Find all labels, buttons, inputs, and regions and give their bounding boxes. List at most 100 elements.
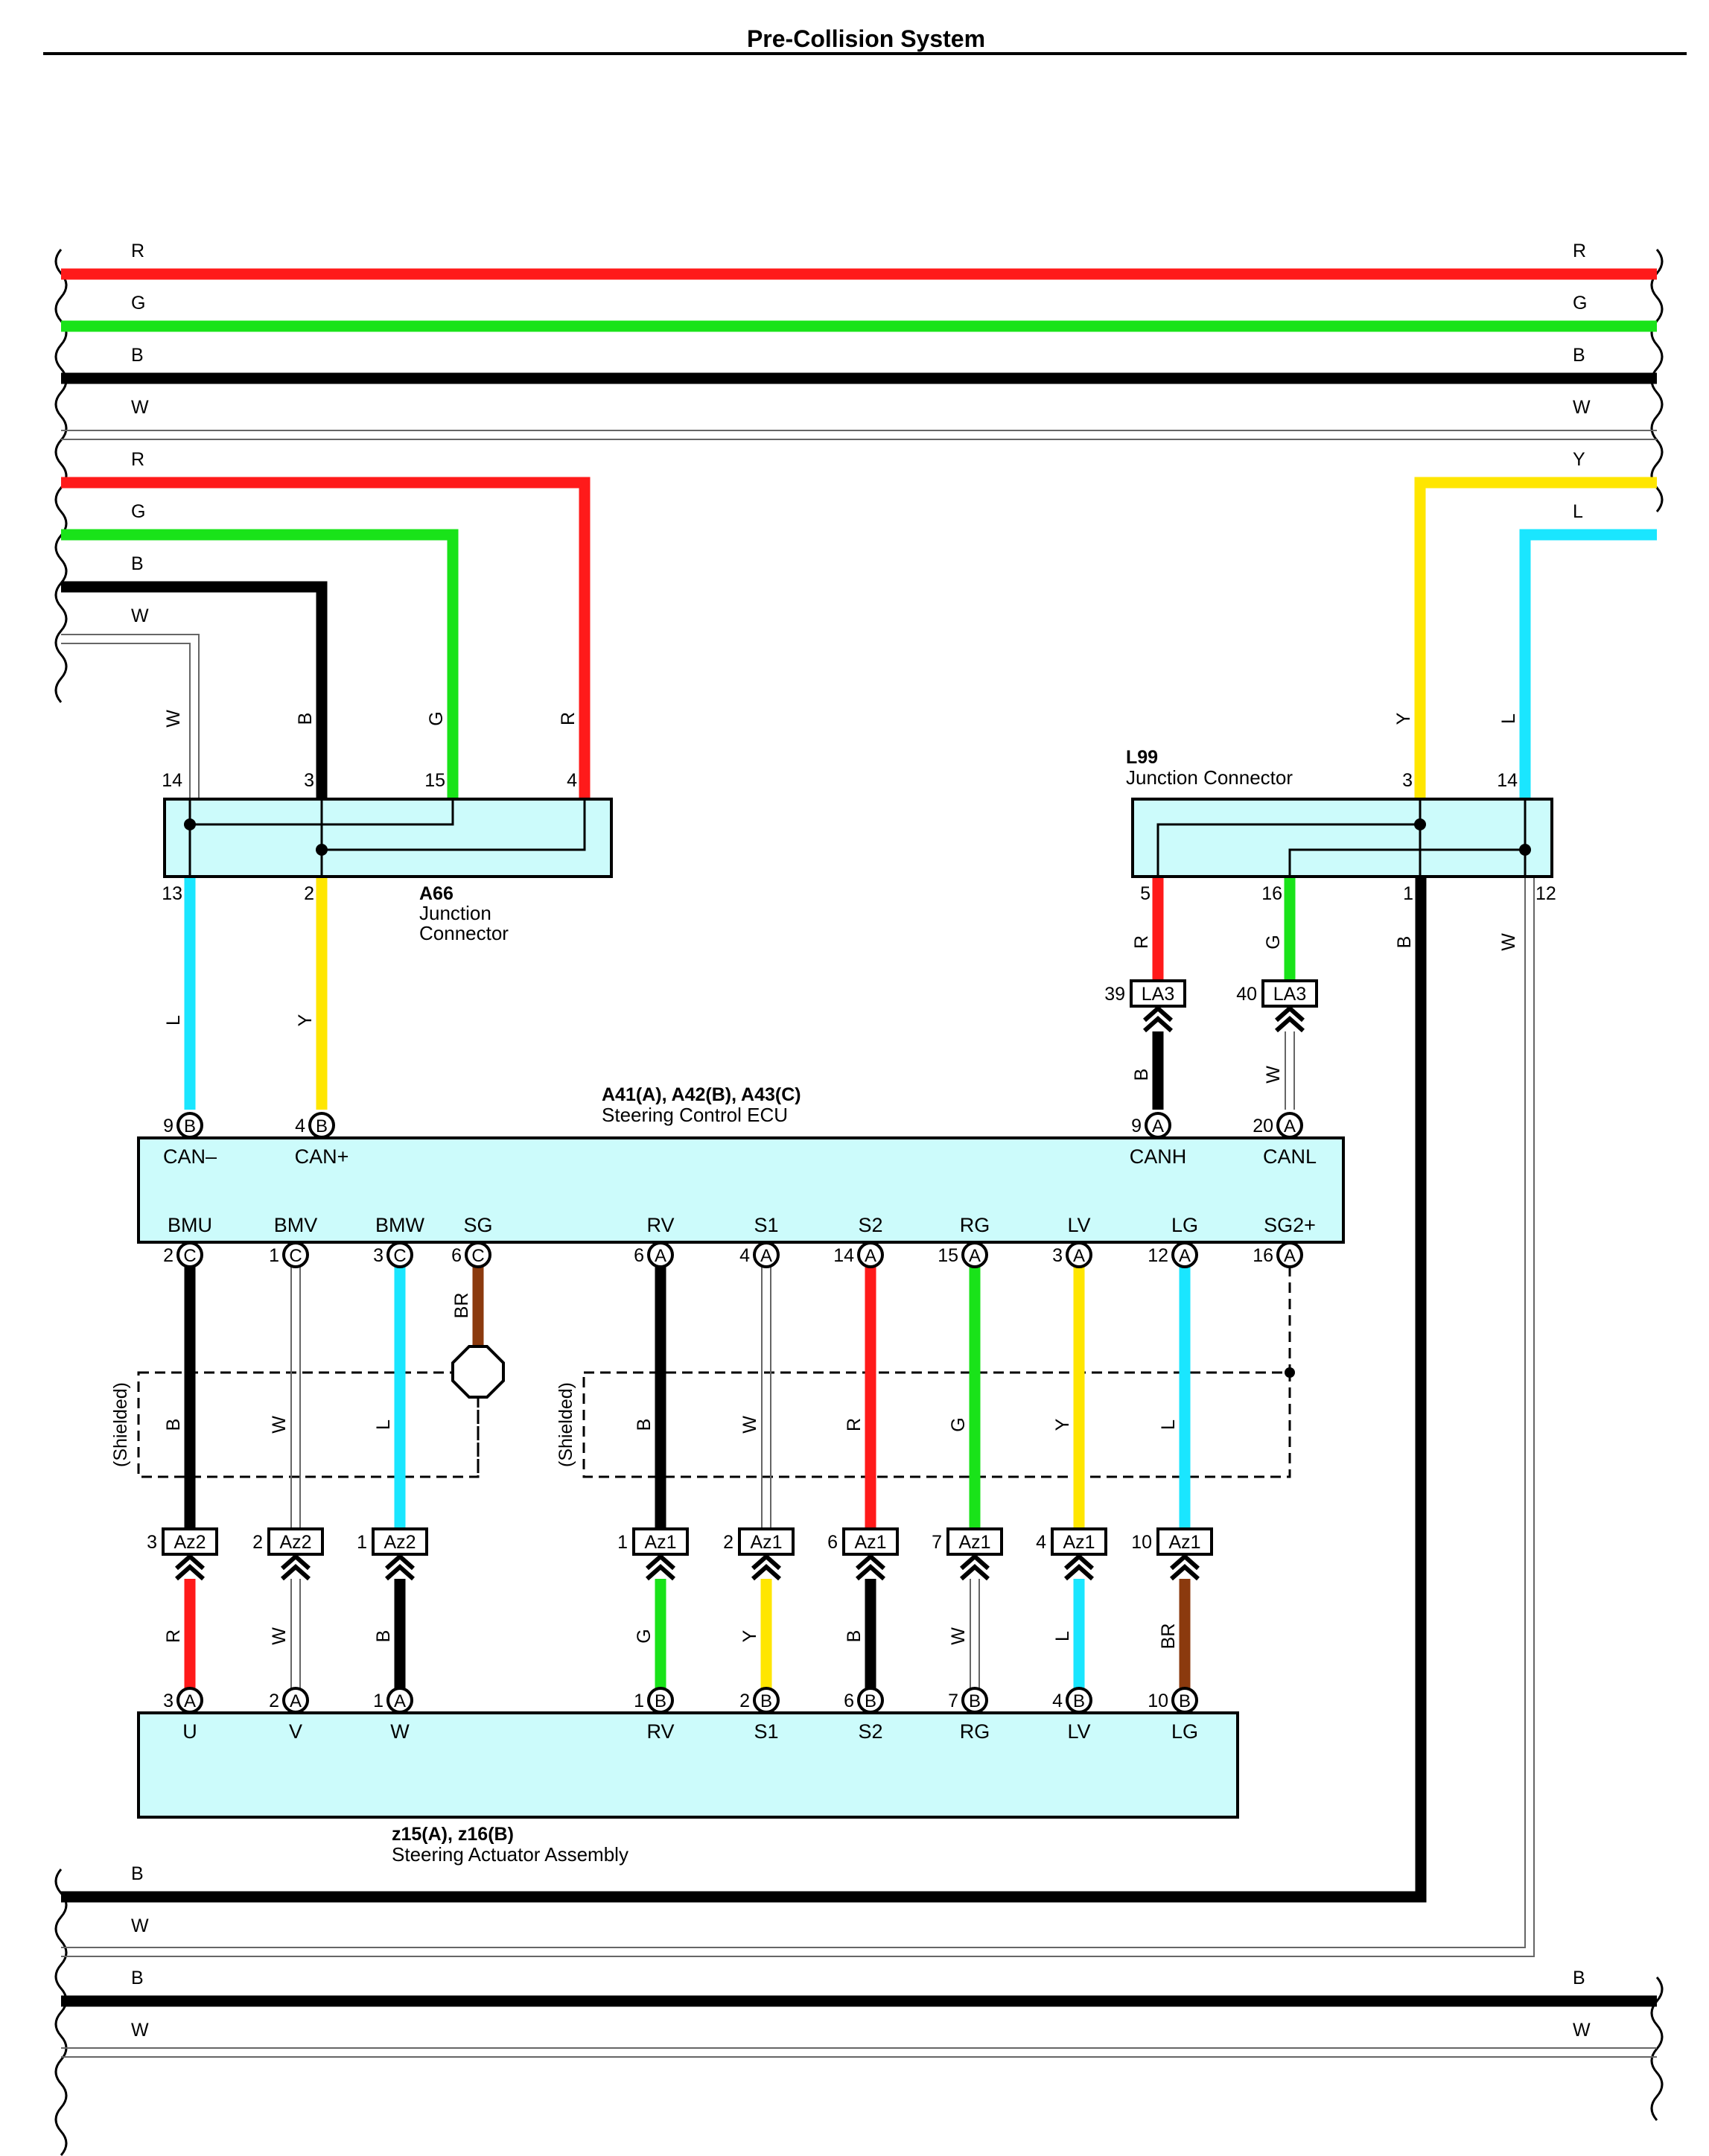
a66-top-pin-number: 4 xyxy=(567,770,577,791)
actuator-terminal-letter: B xyxy=(1179,1691,1191,1711)
sg-wire-code: BR xyxy=(451,1293,472,1319)
l99-top-pin-number: 3 xyxy=(1402,770,1413,791)
ecu-bottom-signal: BMW xyxy=(375,1214,425,1236)
actuator-terminal-letter: A xyxy=(184,1691,196,1711)
a66-output-wires xyxy=(184,875,328,1110)
az-mating-icon xyxy=(175,1553,205,1581)
az-connector-label: Az2 xyxy=(384,1532,416,1553)
ecu-bottom-pin-number: 2 xyxy=(163,1245,174,1266)
ecu-az-wire-code: L xyxy=(373,1419,394,1430)
la3-mating-icon xyxy=(1143,1005,1173,1033)
ecu-bottom-pin-number: 3 xyxy=(1052,1245,1063,1266)
a66-bottom-wire-code: L xyxy=(163,1015,184,1025)
az-below-wire-code: R xyxy=(163,1629,184,1643)
a66-junction-connector: A66 Junction Connector xyxy=(163,798,613,944)
ecu-bottom-pin-number: 6 xyxy=(634,1245,644,1266)
ecu-top-terminal-circle xyxy=(308,1112,335,1139)
sg-shield-ground xyxy=(451,1266,505,1477)
az-below-wire-code: L xyxy=(1052,1631,1073,1641)
shield-boxes xyxy=(137,1266,1291,1478)
actuator-signal: LV xyxy=(1067,1720,1090,1743)
ecu-id: A41(A), A42(B), A43(C) xyxy=(602,1084,801,1105)
wire-r-to-a66 xyxy=(61,477,591,798)
az-pin-number: 1 xyxy=(357,1532,367,1553)
ecu-top-signal: CANH xyxy=(1130,1145,1187,1168)
wire-b-l99-to-bottom xyxy=(61,875,1427,1903)
l99-top-pin-number: 14 xyxy=(1497,770,1518,791)
l99-bottom-wire-code: R xyxy=(1131,935,1152,949)
page-title: Pre-Collision System xyxy=(747,25,985,52)
ecu-bottom-pin-number: 12 xyxy=(1148,1245,1168,1266)
actuator-pin-number: 3 xyxy=(163,1691,174,1711)
az-connector-label: Az2 xyxy=(279,1532,311,1553)
ecu-top-pin-number: 9 xyxy=(163,1116,174,1136)
wire-b-to-a66 xyxy=(61,581,328,798)
actuator-terminal-circle xyxy=(1066,1687,1092,1714)
ecu-bottom-terminal-circle xyxy=(176,1241,203,1268)
ecu-az-wire-code: R xyxy=(844,1418,865,1431)
ecu-bottom-signal: RG xyxy=(960,1214,990,1236)
steering-actuator-assembly: z15(A), z16(B) Steering Actuator Assembl… xyxy=(137,1711,1239,1866)
la3-pin-number: 40 xyxy=(1236,984,1257,1005)
wire-label-top-left: G xyxy=(131,501,145,522)
ecu-bottom-pin-number: 4 xyxy=(739,1245,750,1266)
l99-top-wire-code: Y xyxy=(1393,712,1414,725)
wire-label-top-left: W xyxy=(131,605,149,626)
ecu-bottom-pin-number: 6 xyxy=(451,1245,462,1266)
ecu-top-terminal-letter: A xyxy=(1284,1116,1296,1136)
a66-top-wire-code: G xyxy=(426,711,447,725)
a66-top-pin-number: 14 xyxy=(162,770,182,791)
az-pin-number: 2 xyxy=(252,1532,263,1553)
ecu-bottom-terminal-circle xyxy=(1171,1241,1198,1268)
l99-input-wires xyxy=(1414,477,1657,798)
ecu-bottom-signal: LG xyxy=(1171,1214,1198,1236)
ecu-bottom-signal: S1 xyxy=(754,1214,778,1236)
actuator-signal: S2 xyxy=(858,1720,882,1743)
az-below-wire-code: W xyxy=(269,1627,290,1645)
l99-bottom-pin-number: 12 xyxy=(1535,883,1556,904)
ecu-bottom-terminal-circle xyxy=(1276,1241,1303,1268)
actuator-terminal-letter: B xyxy=(655,1691,666,1711)
wire-label-top-right: Y xyxy=(1573,449,1585,470)
actuator-signal: RG xyxy=(960,1720,990,1743)
ecu-top-signal: CAN– xyxy=(163,1145,217,1168)
ecu-bottom-signal: LV xyxy=(1067,1214,1090,1236)
actuator-signal: LG xyxy=(1171,1720,1198,1743)
a66-top-wire-code: R xyxy=(558,712,579,725)
a66-id: A66 xyxy=(419,883,453,904)
ecu-bottom-terminal-letter: A xyxy=(1073,1246,1085,1266)
az-pin-number: 4 xyxy=(1036,1532,1046,1553)
az-pin-number: 10 xyxy=(1131,1532,1152,1553)
actuator-terminal-letter: B xyxy=(1073,1691,1085,1711)
ecu-bottom-terminal-circle xyxy=(282,1241,309,1268)
actuator-terminal-circle xyxy=(176,1687,203,1714)
ecu-top-terminal-circle xyxy=(176,1112,203,1139)
ecu-bottom-terminal-letter: C xyxy=(289,1246,302,1266)
la3-connector-label: LA3 xyxy=(1273,984,1306,1005)
ecu-az-wire-code: L xyxy=(1158,1419,1179,1430)
az-connector-box xyxy=(946,1527,1003,1556)
actuator-terminal-circle xyxy=(961,1687,988,1714)
l99-top-wire-code: L xyxy=(1498,713,1519,724)
actuator-terminal-letter: B xyxy=(760,1691,772,1711)
az-pin-number: 1 xyxy=(617,1532,628,1553)
ecu-bottom-terminal-letter: A xyxy=(655,1246,666,1266)
l99-bottom-wire-code: W xyxy=(1498,933,1519,951)
az-connector-label: Az1 xyxy=(958,1532,990,1553)
ecu-bottom-signal: S2 xyxy=(858,1214,882,1236)
steering-control-ecu: A41(A), A42(B), A43(C) Steering Control … xyxy=(137,1084,1345,1244)
wire-label-top-left: W xyxy=(131,397,149,418)
az-connector-label: Az1 xyxy=(854,1532,886,1553)
actuator-signal: S1 xyxy=(754,1720,778,1743)
az-mating-icon xyxy=(646,1553,675,1581)
actuator-terminal-circle xyxy=(386,1687,413,1714)
a66-top-wire-code: W xyxy=(163,710,184,728)
az-to-actuator-wires xyxy=(184,1579,1191,1700)
ecu-top-terminal-circle xyxy=(1145,1112,1171,1139)
az-mating-icon xyxy=(856,1553,885,1581)
ecu-bottom-terminal-letter: A xyxy=(865,1246,876,1266)
az-mating-icon xyxy=(751,1553,781,1581)
wire-label-bottom-left: B xyxy=(131,1863,144,1884)
wire-label-top-right: W xyxy=(1573,397,1591,418)
l99-bottom-pin-number: 16 xyxy=(1261,883,1282,904)
